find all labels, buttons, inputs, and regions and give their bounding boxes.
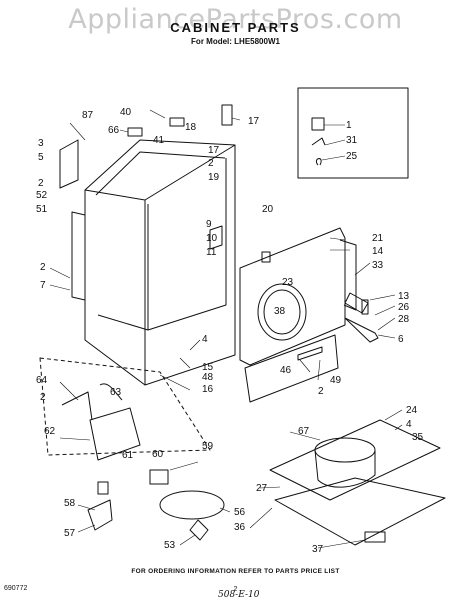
callout: 48 xyxy=(202,372,214,383)
callout: 36 xyxy=(234,522,246,533)
callout: 9 xyxy=(206,219,212,230)
callout: 66 xyxy=(108,125,120,136)
cabinet-box xyxy=(71,139,236,386)
callout: 19 xyxy=(208,172,220,183)
motor-switch-parts xyxy=(61,383,225,541)
callout: 46 xyxy=(280,365,292,376)
callout: 57 xyxy=(64,528,76,539)
callout: 16 xyxy=(202,384,214,395)
callout: 2 xyxy=(318,386,324,397)
subassembly-outline xyxy=(39,357,211,456)
figure-number: 690772 xyxy=(4,585,28,592)
callout: 63 xyxy=(110,387,122,398)
callout: 33 xyxy=(372,260,384,271)
callout: 31 xyxy=(346,135,358,146)
diagram-title: CABINET PARTS xyxy=(170,20,301,35)
callout: 41 xyxy=(153,135,165,146)
callout: 59 xyxy=(202,441,214,452)
inset-box xyxy=(297,87,409,179)
callout: 24 xyxy=(406,405,418,416)
callout: 51 xyxy=(36,204,48,215)
watermark: AppliancePartsPros.com xyxy=(68,4,403,35)
callout: 4 xyxy=(202,334,208,345)
callout: 21 xyxy=(372,233,384,244)
callout: 27 xyxy=(256,483,268,494)
callout: 17 xyxy=(248,116,260,127)
callout: 87 xyxy=(82,110,94,121)
model-subtitle: For Model: LHE5800W1 xyxy=(191,37,280,46)
callout: 2 xyxy=(38,178,44,189)
callout: 14 xyxy=(372,246,384,257)
page-number: 2 xyxy=(233,586,238,593)
handwritten-note: 508-E-10 xyxy=(218,590,260,600)
callout: 2 xyxy=(40,392,46,403)
callout: 17 xyxy=(208,145,220,156)
callout: 20 xyxy=(262,204,274,215)
front-panel xyxy=(239,227,346,403)
callout: 5 xyxy=(38,152,44,163)
callout: 26 xyxy=(398,302,410,313)
callout: 52 xyxy=(36,190,48,201)
callout: 53 xyxy=(164,540,176,551)
callout: 60 xyxy=(152,449,164,460)
callout: 40 xyxy=(120,107,132,118)
callout: 23 xyxy=(282,277,294,288)
callout: 56 xyxy=(234,507,246,518)
base-assembly xyxy=(269,419,446,546)
callout: 49 xyxy=(330,375,342,386)
callout: 1 xyxy=(346,120,352,131)
callout: 58 xyxy=(64,498,76,509)
callout: 38 xyxy=(274,306,286,317)
callout: 18 xyxy=(185,122,197,133)
callout: 10 xyxy=(206,233,218,244)
callout: 64 xyxy=(36,375,48,386)
callout: 3 xyxy=(38,138,44,149)
callout: 28 xyxy=(398,314,410,325)
callout: 15 xyxy=(202,362,214,373)
callout: 62 xyxy=(44,426,56,437)
callout: 4 xyxy=(406,419,412,430)
callout: 37 xyxy=(312,544,324,555)
callout-labels: 87 40 66 41 18 17 3 5 2 52 51 17 2 19 1 … xyxy=(36,107,424,555)
callout: 6 xyxy=(398,334,404,345)
top-parts xyxy=(59,104,326,189)
callout: 13 xyxy=(398,291,410,302)
callout: 67 xyxy=(298,426,310,437)
callout: 35 xyxy=(412,432,424,443)
ordering-note: FOR ORDERING INFORMATION REFER TO PARTS … xyxy=(131,568,340,575)
callout: 7 xyxy=(40,280,46,291)
callout: 2 xyxy=(40,262,46,273)
right-brackets xyxy=(209,225,379,343)
callout: 61 xyxy=(122,450,134,461)
callout: 11 xyxy=(206,247,217,258)
callout: 2 xyxy=(208,158,214,169)
callout: 25 xyxy=(346,151,358,162)
